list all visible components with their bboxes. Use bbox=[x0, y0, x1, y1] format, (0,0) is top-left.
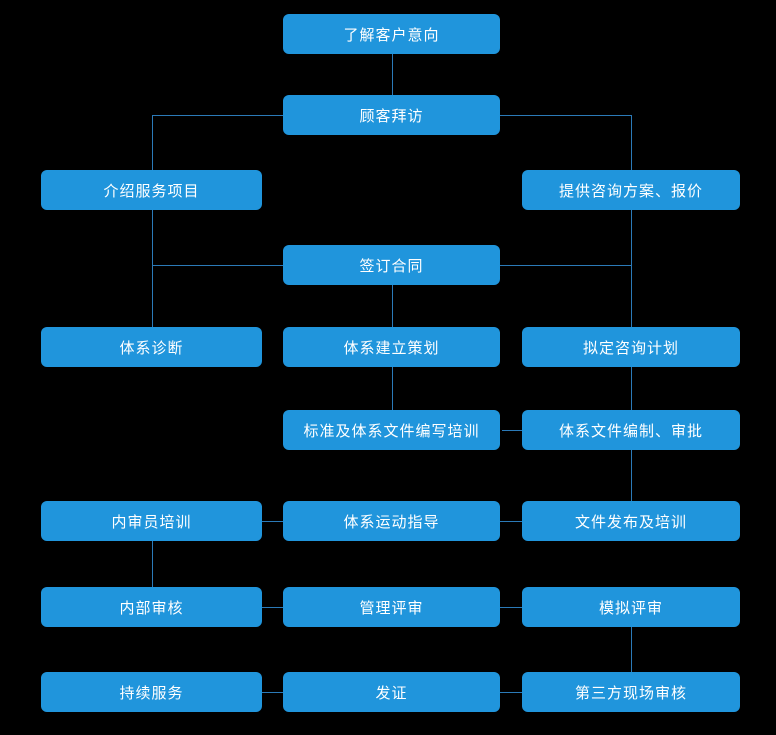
node-label: 提供咨询方案、报价 bbox=[558, 181, 703, 200]
flow-node-mock-review: 模拟评审 bbox=[522, 587, 740, 627]
node-label: 管理评审 bbox=[359, 598, 424, 617]
flow-node-management-review: 管理评审 bbox=[283, 587, 500, 627]
connector-line bbox=[631, 627, 632, 672]
connector-line bbox=[631, 115, 632, 327]
flow-node-system-setup-planning: 体系建立策划 bbox=[283, 327, 500, 367]
connector-line bbox=[500, 265, 631, 266]
node-label: 模拟评审 bbox=[598, 598, 663, 617]
node-label: 介绍服务项目 bbox=[103, 181, 200, 200]
flow-node-continuous-service: 持续服务 bbox=[41, 672, 262, 712]
connector-line bbox=[262, 521, 283, 522]
node-label: 拟定咨询计划 bbox=[582, 338, 679, 357]
node-label: 体系文件编制、审批 bbox=[558, 421, 703, 440]
connector-line bbox=[152, 541, 153, 587]
node-label: 签订合同 bbox=[359, 256, 424, 275]
connector-line bbox=[500, 692, 522, 693]
connector-line bbox=[392, 54, 393, 95]
connector-line bbox=[262, 607, 283, 608]
node-label: 了解客户意向 bbox=[343, 25, 440, 44]
connector-line bbox=[631, 367, 632, 410]
connector-line bbox=[631, 450, 632, 501]
connector-line bbox=[502, 430, 522, 431]
flow-node-doc-compilation-approval: 体系文件编制、审批 bbox=[522, 410, 740, 450]
node-label: 内部审核 bbox=[119, 598, 184, 617]
flow-node-system-diagnosis: 体系诊断 bbox=[41, 327, 262, 367]
flow-node-understand-customer-intent: 了解客户意向 bbox=[283, 14, 500, 54]
flow-node-introduce-services: 介绍服务项目 bbox=[41, 170, 262, 210]
flow-node-draft-consulting-plan: 拟定咨询计划 bbox=[522, 327, 740, 367]
flow-node-doc-writing-training: 标准及体系文件编写培训 bbox=[283, 410, 500, 450]
node-label: 文件发布及培训 bbox=[574, 512, 687, 531]
connector-line bbox=[152, 115, 153, 327]
connector-line bbox=[500, 521, 522, 522]
flow-node-system-operation-guidance: 体系运动指导 bbox=[283, 501, 500, 541]
connector-line bbox=[392, 285, 393, 327]
node-label: 发证 bbox=[375, 683, 408, 702]
node-label: 内审员培训 bbox=[111, 512, 192, 531]
flow-node-provide-proposal-quote: 提供咨询方案、报价 bbox=[522, 170, 740, 210]
flow-node-doc-release-training: 文件发布及培训 bbox=[522, 501, 740, 541]
connector-line bbox=[500, 607, 522, 608]
connector-line bbox=[152, 115, 283, 116]
flow-node-third-party-onsite-audit: 第三方现场审核 bbox=[522, 672, 740, 712]
node-label: 第三方现场审核 bbox=[574, 683, 687, 702]
node-label: 持续服务 bbox=[119, 683, 184, 702]
node-label: 体系建立策划 bbox=[343, 338, 440, 357]
flow-node-certification: 发证 bbox=[283, 672, 500, 712]
connector-line bbox=[262, 692, 283, 693]
node-label: 体系运动指导 bbox=[343, 512, 440, 531]
flow-node-internal-auditor-training: 内审员培训 bbox=[41, 501, 262, 541]
node-label: 标准及体系文件编写培训 bbox=[303, 421, 480, 440]
connector-line bbox=[500, 115, 631, 116]
node-label: 顾客拜访 bbox=[359, 106, 424, 125]
connector-line bbox=[152, 265, 283, 266]
connector-line bbox=[392, 367, 393, 410]
flow-node-customer-visit: 顾客拜访 bbox=[283, 95, 500, 135]
flow-node-internal-audit: 内部审核 bbox=[41, 587, 262, 627]
node-label: 体系诊断 bbox=[119, 338, 184, 357]
flow-node-sign-contract: 签订合同 bbox=[283, 245, 500, 285]
